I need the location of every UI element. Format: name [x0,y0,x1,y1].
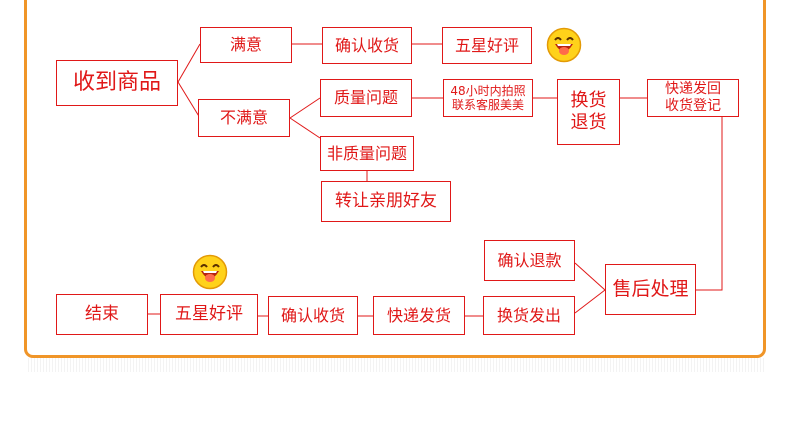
node-confirm-receipt-2: 确认收货 [268,296,358,335]
node-non-quality-issue: 非质量问题 [320,136,414,171]
node-exchange-return: 换货 退货 [557,79,620,145]
node-contact-service: 48小时内拍照 联系客服美美 [443,79,533,117]
node-unsatisfied: 不满意 [198,99,290,137]
node-satisfied: 满意 [200,27,292,63]
laughing-face-icon [546,27,582,63]
node-receive-goods: 收到商品 [56,60,178,106]
node-end: 结束 [56,294,148,335]
node-confirm-receipt-1: 确认收货 [322,27,412,64]
node-quality-issue: 质量问题 [320,79,412,117]
panel-shadow [28,358,764,372]
node-exchange-ship: 换货发出 [483,296,575,335]
node-express-ship: 快递发货 [373,296,465,335]
node-confirm-refund: 确认退款 [484,240,575,281]
laughing-face-icon [192,254,228,290]
node-five-star-2: 五星好评 [160,294,258,335]
node-five-star-1: 五星好评 [442,27,532,64]
node-after-sales: 售后处理 [605,264,696,315]
node-transfer-friends: 转让亲朋好友 [321,181,451,222]
node-express-return: 快递发回 收货登记 [647,79,739,117]
